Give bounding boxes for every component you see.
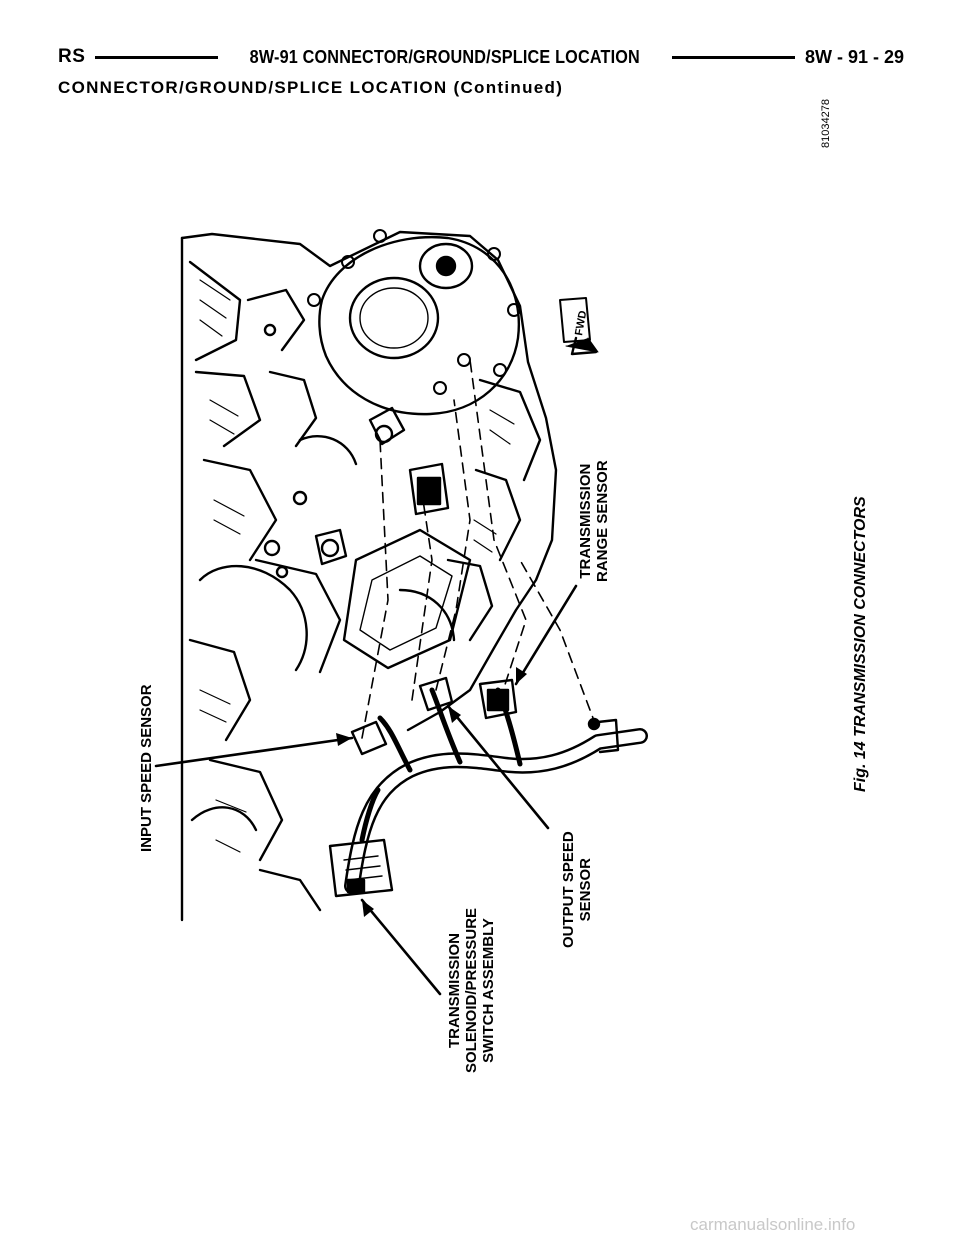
cover-port-small [418, 242, 474, 290]
solenoid-connector [328, 838, 394, 898]
input-sensor-connector [350, 720, 388, 756]
leader-output [446, 704, 550, 830]
callout-range-line-2: RANGE SENSOR [594, 460, 611, 582]
callout-input-line: INPUT SPEED SENSOR [138, 684, 155, 852]
output-sensor-connector [418, 676, 454, 712]
callout-output-speed-sensor: OUTPUT SPEED SENSOR [560, 831, 594, 948]
case-outline [180, 230, 558, 732]
figure-caption: Fig. 14 TRANSMISSION CONNECTORS [852, 496, 869, 792]
callout-solenoid-line-1: TRANSMISSION [446, 932, 463, 1048]
valve-body [342, 528, 472, 670]
leader-range [514, 584, 578, 686]
cover-port-large [348, 276, 440, 360]
section-title: CONNECTOR/GROUND/SPLICE LOCATION (Contin… [58, 78, 564, 97]
converter-cover [318, 235, 521, 416]
output-sensor-body [314, 528, 348, 566]
callout-output-line-2: SENSOR [577, 857, 594, 922]
range-sensor-connector [478, 678, 518, 720]
callout-input-speed-sensor: INPUT SPEED SENSOR [138, 684, 155, 852]
running-header: RS 8W-91 CONNECTOR/GROUND/SPLICE LOCATIO… [58, 44, 904, 70]
range-sensor-body [408, 462, 450, 516]
watermark: carmanualsonline.info [690, 1215, 856, 1234]
header-page-number: 8W - 91 - 29 [804, 46, 904, 67]
callout-solenoid-line-3: SWITCH ASSEMBLY [480, 918, 497, 1063]
callout-output-line-1: OUTPUT SPEED [560, 831, 577, 948]
figure-id-code: 81034278 [820, 99, 832, 148]
fwd-label: FWD [573, 310, 589, 337]
header-rule-left [95, 55, 219, 59]
leader-solenoid [360, 898, 442, 996]
input-sensor-body [368, 406, 406, 446]
callout-solenoid-switch-assembly: TRANSMISSION SOLENOID/PRESSURE SWITCH AS… [446, 908, 497, 1073]
callout-range-line-1: TRANSMISSION [577, 463, 594, 579]
header-section-code: RS [58, 46, 86, 67]
callout-transmission-range-sensor: TRANSMISSION RANGE SENSOR [577, 460, 611, 582]
leader-input-speed [154, 736, 354, 768]
callout-solenoid-line-2: SOLENOID/PRESSURE [463, 907, 480, 1073]
header-rule-right [671, 55, 795, 59]
fwd-arrow-marker [559, 297, 599, 356]
header-title: 8W-91 CONNECTOR/GROUND/SPLICE LOCATION [250, 46, 641, 67]
